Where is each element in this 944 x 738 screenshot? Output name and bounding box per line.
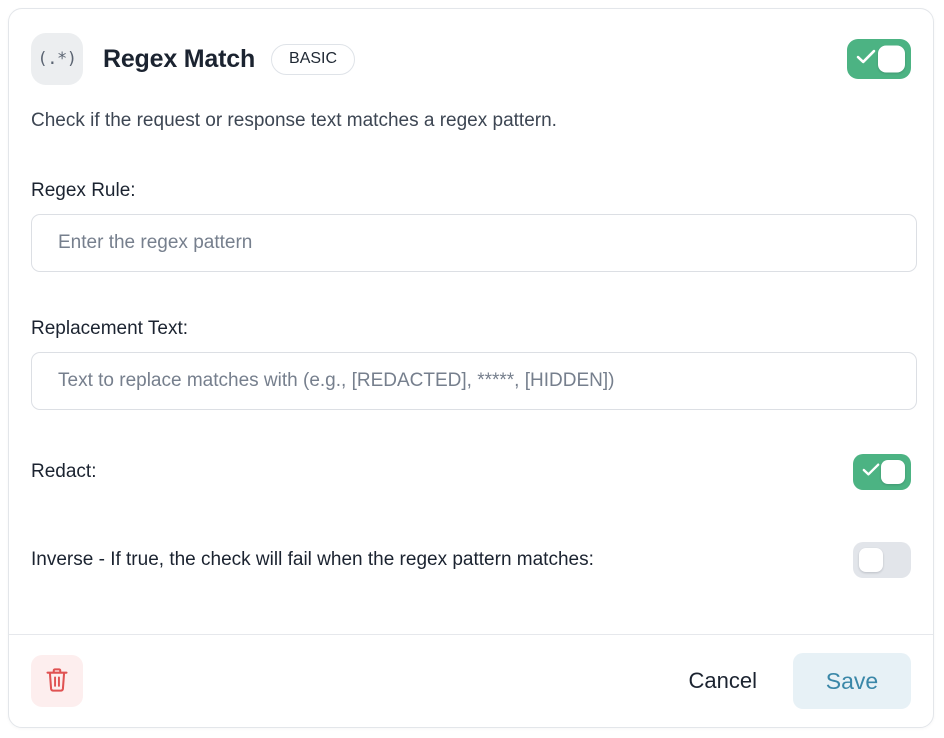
inverse-toggle[interactable]	[853, 541, 911, 578]
delete-button[interactable]	[31, 655, 83, 707]
check-icon	[856, 49, 876, 70]
check-icon	[862, 462, 880, 482]
regex-rule-label: Regex Rule:	[31, 179, 136, 201]
card-header: (.*) Regex Match BASIC	[31, 31, 911, 87]
replacement-text-input[interactable]	[31, 351, 917, 410]
trash-icon	[44, 666, 70, 697]
replacement-text-label: Replacement Text:	[31, 317, 189, 339]
regex-match-card: (.*) Regex Match BASIC Check if the requ…	[8, 8, 934, 728]
card-body: (.*) Regex Match BASIC Check if the requ…	[9, 9, 933, 634]
cancel-button[interactable]: Cancel	[675, 658, 771, 704]
toggle-knob	[878, 45, 905, 73]
redact-label: Redact:	[31, 460, 97, 482]
redact-row: Redact:	[31, 453, 911, 490]
inverse-label: Inverse - If true, the check will fail w…	[31, 548, 594, 570]
status-badge: BASIC	[271, 43, 356, 75]
enable-check-toggle[interactable]	[847, 39, 911, 79]
card-footer: Cancel Save	[9, 634, 933, 727]
inverse-row: Inverse - If true, the check will fail w…	[31, 541, 911, 578]
card-description: Check if the request or response text ma…	[31, 110, 557, 131]
regex-icon: (.*)	[31, 33, 83, 85]
redact-toggle[interactable]	[853, 453, 911, 490]
toggle-knob	[859, 547, 883, 572]
page-title: Regex Match	[103, 44, 256, 73]
regex-rule-input[interactable]	[31, 213, 917, 272]
toggle-knob	[881, 459, 905, 484]
save-button[interactable]: Save	[793, 653, 911, 709]
regex-icon-glyph: (.*)	[37, 49, 77, 69]
